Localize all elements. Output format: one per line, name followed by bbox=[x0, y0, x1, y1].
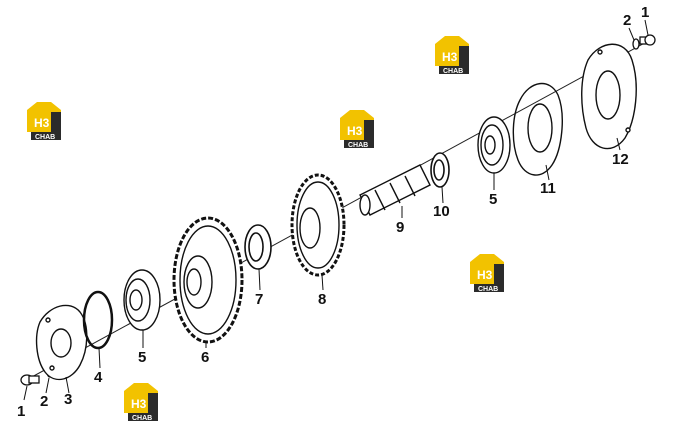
callout-3: 3 bbox=[64, 391, 72, 408]
watermark-logo: H3 CHAB bbox=[470, 254, 504, 293]
bearing-right bbox=[477, 116, 511, 174]
callout-1-left: 1 bbox=[17, 403, 25, 420]
end-cover-left bbox=[35, 304, 88, 381]
spacer-ring bbox=[244, 224, 272, 270]
callout-8: 8 bbox=[318, 291, 326, 308]
washer-right bbox=[632, 38, 640, 50]
gasket bbox=[512, 82, 563, 176]
o-ring bbox=[82, 290, 114, 350]
callout-11: 11 bbox=[540, 180, 556, 197]
thrust-washer bbox=[430, 152, 450, 188]
callout-7: 7 bbox=[255, 291, 263, 308]
svg-text:CHAB: CHAB bbox=[443, 68, 463, 75]
svg-text:CHAB: CHAB bbox=[132, 415, 152, 422]
callout-1-right: 1 bbox=[641, 4, 649, 21]
svg-text:CHAB: CHAB bbox=[348, 142, 368, 149]
callout-12: 12 bbox=[612, 151, 629, 168]
svg-text:CHAB: CHAB bbox=[478, 286, 498, 293]
svg-text:H3: H3 bbox=[131, 397, 147, 411]
svg-text:H3: H3 bbox=[347, 124, 363, 138]
large-gear bbox=[172, 216, 244, 344]
watermark-logo: H3 CHAB bbox=[124, 383, 158, 422]
svg-text:H3: H3 bbox=[34, 116, 50, 130]
leader-lines bbox=[23, 19, 649, 401]
callout-5-right: 5 bbox=[489, 191, 497, 208]
svg-text:CHAB: CHAB bbox=[35, 134, 55, 141]
callout-6: 6 bbox=[201, 349, 209, 366]
splined-shaft bbox=[359, 164, 431, 216]
watermark-logo: H3 CHAB bbox=[435, 36, 469, 75]
medium-gear bbox=[290, 173, 346, 277]
svg-text:H3: H3 bbox=[442, 50, 458, 64]
callout-9: 9 bbox=[396, 219, 404, 236]
callout-5-left: 5 bbox=[138, 349, 146, 366]
bolt-right bbox=[639, 34, 656, 46]
callout-2-left: 2 bbox=[40, 393, 48, 410]
callout-2-right: 2 bbox=[623, 12, 631, 29]
bolt-left bbox=[20, 374, 40, 386]
bearing-left bbox=[123, 269, 161, 331]
svg-text:H3: H3 bbox=[477, 268, 493, 282]
watermark-logo: H3 CHAB bbox=[27, 102, 61, 141]
callout-4: 4 bbox=[94, 369, 103, 386]
end-cover-right bbox=[581, 43, 637, 150]
callout-10: 10 bbox=[433, 203, 450, 220]
watermark-logo: H3 CHAB bbox=[340, 110, 374, 149]
